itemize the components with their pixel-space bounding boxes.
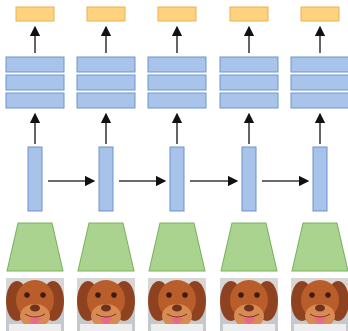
dog-left-eye [309, 292, 315, 298]
cnn-encoder [77, 222, 135, 272]
recurrent-state [98, 146, 114, 212]
recurrent-state [241, 146, 257, 212]
dog-chest-highlight [151, 324, 203, 331]
dog-muzzle [305, 304, 335, 328]
output-token [300, 6, 340, 22]
dog-mouth [24, 313, 46, 318]
dog-photo [291, 278, 348, 331]
cnn-encoder [6, 222, 64, 272]
output-token [15, 6, 55, 22]
recurrent-state [27, 146, 43, 212]
dog-chest-highlight [80, 324, 132, 331]
dog-photo [6, 278, 64, 331]
hidden-layer-3 [76, 92, 136, 109]
dog-photo [220, 278, 278, 331]
dog-mouth [238, 313, 260, 318]
dog-muzzle [162, 304, 192, 328]
dog-right-eye [111, 292, 117, 298]
dog-nose [30, 304, 40, 312]
dog-mouth [309, 313, 331, 318]
dog-mouth [95, 313, 117, 318]
recurrent-state [312, 146, 328, 212]
cnn-encoder [220, 222, 278, 272]
hidden-layer-2 [76, 74, 136, 91]
dog-muzzle [234, 304, 264, 328]
output-token [86, 6, 126, 22]
dog-mouth [166, 313, 188, 318]
hidden-layer-1 [76, 56, 136, 73]
dog-left-eye [95, 292, 101, 298]
dog-tongue [314, 318, 326, 324]
dog-nose [101, 304, 111, 312]
hidden-layer-1 [5, 56, 65, 73]
dog-right-eye [254, 292, 260, 298]
dog-nose [315, 304, 325, 312]
dog-photo [148, 278, 206, 331]
hidden-layer-1 [290, 56, 348, 73]
hidden-layer-3 [219, 92, 279, 109]
hidden-layer-2 [219, 74, 279, 91]
cnn-encoder [148, 222, 206, 272]
dog-nose [244, 304, 254, 312]
dog-left-eye [238, 292, 244, 298]
dog-tongue [100, 318, 112, 324]
dog-tongue [243, 318, 255, 324]
dog-photo [77, 278, 135, 331]
hidden-layer-3 [5, 92, 65, 109]
dog-chest-highlight [9, 324, 61, 331]
hidden-layer-3 [147, 92, 207, 109]
output-token [157, 6, 197, 22]
dog-muzzle [20, 304, 50, 328]
dog-tongue [29, 318, 41, 324]
output-token [229, 6, 269, 22]
dog-right-eye [40, 292, 46, 298]
dog-muzzle [91, 304, 121, 328]
dog-left-eye [24, 292, 30, 298]
hidden-layer-2 [5, 74, 65, 91]
recurrent-state [169, 146, 185, 212]
hidden-layer-1 [147, 56, 207, 73]
hidden-layer-2 [290, 74, 348, 91]
dog-chest-highlight [223, 324, 275, 331]
dog-nose [172, 304, 182, 312]
dog-tongue [171, 318, 183, 324]
dog-right-eye [325, 292, 331, 298]
hidden-layer-2 [147, 74, 207, 91]
dog-left-eye [166, 292, 172, 298]
cnn-encoder [291, 222, 348, 272]
dog-chest-highlight [294, 324, 346, 331]
hidden-layer-1 [219, 56, 279, 73]
dog-right-eye [182, 292, 188, 298]
hidden-layer-3 [290, 92, 348, 109]
